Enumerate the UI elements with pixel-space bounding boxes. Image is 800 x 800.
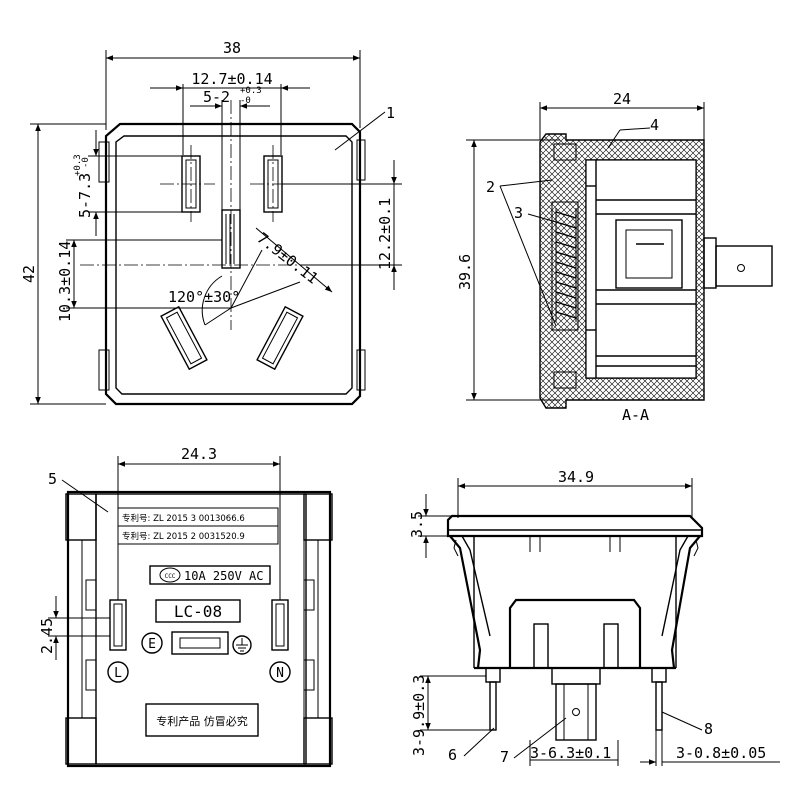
dim-slot-length: 5-7.3 (76, 173, 94, 218)
section-terminal-base (703, 237, 717, 289)
dim-flange: 3.5 (408, 511, 426, 538)
front-latch-tr (356, 139, 366, 181)
dim-vert-offset: 10.3±0.14 (56, 241, 74, 322)
terminal-earth (171, 631, 229, 655)
dim-slot-width-tol-low: -0 (240, 96, 251, 106)
footer-box (145, 703, 259, 737)
section-spring (551, 201, 579, 331)
dim-tab-width: 3-6.3±0.1 (530, 744, 611, 762)
dim-slot-length-tol-low: -0 (81, 157, 91, 168)
callout-3: 3 (514, 204, 523, 222)
back-view: 专利号: ZL 2015 3 0013066.6 专利号: ZL 2015 2 … (38, 445, 333, 768)
model-label: LC-08 (174, 602, 222, 621)
side-body-left (449, 535, 482, 669)
dim-right-offset: 12.2±0.1 (376, 198, 394, 270)
dim-slot-width: 5-2 (203, 88, 230, 106)
section-view: 24 39.6 2 3 4 A-A (456, 90, 773, 424)
front-outer-body (104, 122, 362, 406)
back-outer-body (66, 490, 332, 768)
slot-angled-left (160, 305, 208, 371)
callout-2: 2 (486, 178, 495, 196)
dim-slot-length-tol-up: +0.3 (73, 154, 83, 176)
dim-diagonal: 7.9±0.11 (254, 229, 322, 288)
dim-pin-length: 3-9.9±0.3 (410, 675, 428, 756)
callout-6: 6 (448, 746, 457, 764)
section-cavity (585, 159, 697, 379)
ground-icon (232, 635, 252, 655)
side-center-block (508, 598, 642, 668)
l-marker (107, 661, 129, 683)
callout-1: 1 (386, 104, 395, 122)
letter-e: E (148, 637, 156, 652)
side-body-right (670, 535, 701, 669)
callout-7: 7 (500, 748, 509, 766)
dim-pin-width: 2.45 (38, 618, 56, 654)
rating-box (149, 565, 271, 585)
dim-depth: 24 (613, 90, 631, 108)
callout-5: 5 (48, 470, 57, 488)
dim-side-width: 34.9 (558, 468, 594, 486)
dim-slot-width-tol-up: +0.3 (240, 86, 262, 96)
letter-l: L (114, 666, 122, 681)
dim-pin-spacing: 12.7±0.14 (191, 70, 272, 88)
section-contact-block (615, 219, 683, 289)
callout-8: 8 (704, 720, 713, 738)
dim-width: 38 (223, 39, 241, 57)
side-view: 34.9 3.5 3-9.9±0.3 3-6.3±0.1 3-0.8±0.05 … (408, 468, 780, 766)
dim-angle: 120°±30° (168, 288, 240, 306)
dim-height: 42 (20, 265, 38, 283)
tab-center (555, 683, 597, 741)
terminal-left (109, 599, 127, 651)
section-terminal-tab (715, 245, 773, 287)
side-flange (446, 514, 704, 538)
pin-right-base (651, 667, 667, 683)
callout-4: 4 (650, 116, 659, 134)
front-view: 38 12.7±0.14 5-2 +0.3 -0 5-7.3 +0.3 -0 4… (20, 39, 402, 406)
letter-n: N (276, 666, 284, 681)
tab-base (551, 667, 601, 685)
patent-line-1: 专利号: ZL 2015 3 0013066.6 (122, 513, 245, 524)
front-latch-bl (98, 349, 110, 391)
pin-left-base (485, 667, 501, 683)
dim-section-height: 39.6 (456, 254, 474, 290)
ccc-logo: CCC (165, 573, 176, 580)
model-box (155, 599, 241, 623)
patent-line-2: 专利号: ZL 2015 2 0031520.9 (122, 531, 245, 542)
dim-back-width: 24.3 (181, 445, 217, 463)
section-label: A-A (622, 406, 649, 424)
terminal-right (271, 599, 289, 651)
pin-right (655, 681, 663, 731)
e-marker (141, 632, 163, 654)
front-latch-br (356, 349, 366, 391)
pin-left (489, 681, 497, 731)
rating-text: 10A 250V AC (184, 569, 263, 583)
dim-pin-thickness: 3-0.8±0.05 (676, 744, 766, 762)
front-latch-tl (98, 141, 110, 183)
slot-angled-right (256, 305, 304, 371)
footer-text: 专利产品 仿冒必究 (156, 714, 248, 728)
front-inner-body (115, 135, 353, 395)
n-marker (269, 661, 291, 683)
